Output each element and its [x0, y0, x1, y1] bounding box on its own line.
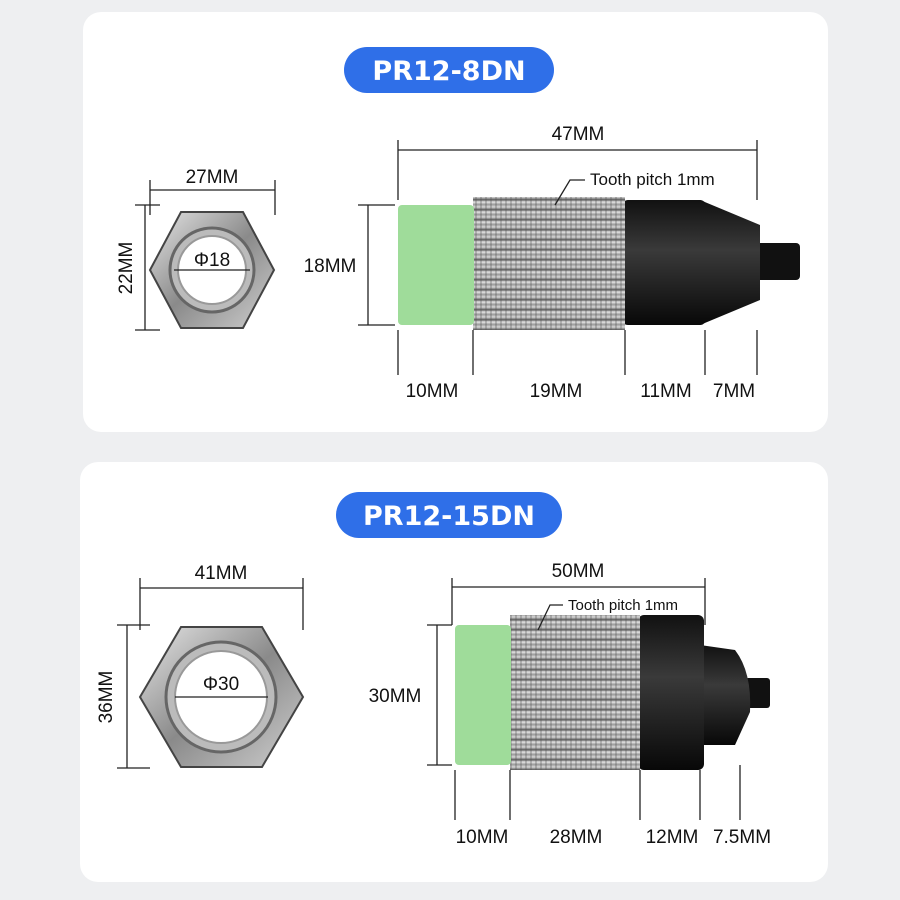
nut-height-label: 36MM [96, 671, 117, 724]
segment-label: 10MM [406, 381, 459, 402]
nut-height-label: 22MM [116, 242, 137, 295]
segment-label: 7MM [713, 381, 755, 402]
segment-label: 19MM [530, 381, 583, 402]
sensor-pr12-15dn [455, 615, 770, 770]
total-length-label: 50MM [552, 561, 605, 582]
title-pill-2: PR12-15DN [336, 492, 562, 538]
sensor-pr12-8dn [398, 197, 800, 330]
total-length-label: 47MM [552, 124, 605, 145]
segment-label: 10MM [456, 827, 509, 848]
nut-width-label: 27MM [186, 167, 239, 188]
diameter-label: 18MM [304, 256, 357, 277]
segment-label: 12MM [646, 827, 699, 848]
model-title: PR12-8DN [372, 56, 525, 87]
diameter-label: 30MM [369, 686, 422, 707]
nut-width-label: 41MM [195, 563, 248, 584]
title-pill-1: PR12-8DN [344, 47, 554, 93]
nut-bore-label: Φ30 [203, 674, 239, 695]
model-title: PR12-15DN [363, 501, 535, 532]
nut-bore-label: Φ18 [194, 250, 230, 271]
thread-note: Tooth pitch 1mm [590, 170, 715, 189]
segment-label: 28MM [550, 827, 603, 848]
segment-label: 11MM [640, 381, 691, 402]
thread-note: Tooth pitch 1mm [568, 597, 678, 614]
segment-label: 7.5MM [713, 827, 771, 848]
